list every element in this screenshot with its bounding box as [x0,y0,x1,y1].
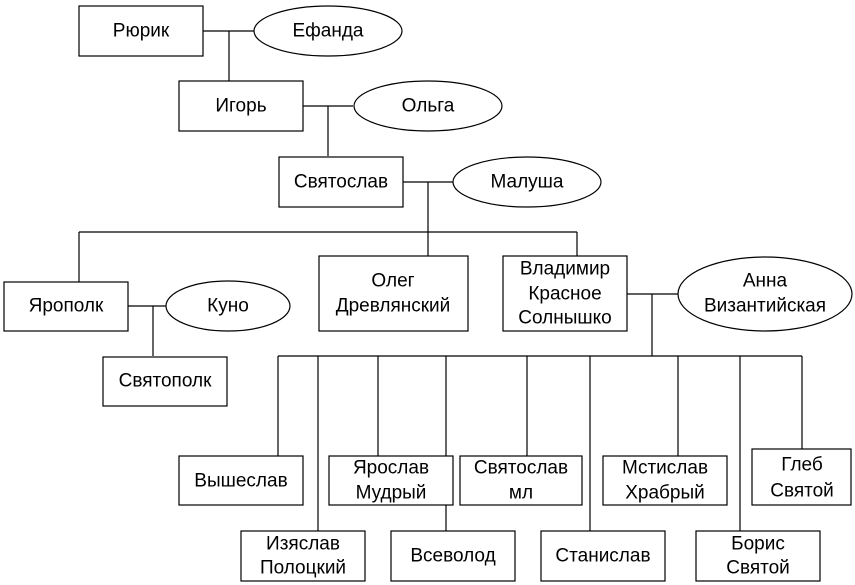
node-label: Святослав [294,172,388,193]
node-label-line3: Солнышко [518,308,611,329]
node-label: Малуша [490,172,563,193]
node-oleg: Олег Древлянский [318,255,469,332]
node-vladimir: Владимир Красное Солнышко [502,255,628,332]
node-svyatoslav-ml: Святослав мл [459,455,583,506]
node-kuno: Куно [165,280,291,332]
node-svyatoslav: Святослав [278,156,404,208]
node-stanislav: Станислав [540,530,666,582]
node-label: Куно [207,296,249,317]
node-malusha: Малуша [452,156,602,208]
node-label-line2: Храбрый [625,483,705,504]
node-label-line2: Красное [528,284,601,305]
node-boris: Борис Святой [695,530,821,582]
node-label-line1: Анна [743,271,788,292]
node-label: Ярополк [29,296,104,317]
connectors [78,30,803,531]
node-label-line2: Древлянский [336,296,451,317]
node-label: Станислав [555,546,650,567]
node-label-line1: Мстислав [622,458,708,479]
node-label-line1: Глеб [781,455,823,476]
node-yaroslav: Ярослав Мудрый [328,455,454,506]
node-label-line1: Изяслав [266,534,340,555]
node-vysheslav: Вышеслав [178,455,304,506]
node-label: Игорь [215,96,266,117]
node-label-line1: Ярослав [353,458,429,479]
node-label: Всеволод [410,546,495,567]
node-svyatopolk: Святополк [102,356,228,407]
node-label-line1: Олег [371,271,414,292]
node-label-line1: Борис [731,534,785,555]
node-efanda: Ефанда [253,5,403,57]
node-label-line1: Святослав [474,458,568,479]
node-label: Святополк [119,371,212,392]
node-label-line2: Полоцкий [260,558,346,579]
node-vsevolod: Всеволод [390,530,516,582]
node-label-line2: мл [509,483,533,504]
node-yaropolk: Ярополк [3,281,129,332]
node-mstislav: Мстислав Храбрый [602,455,728,506]
node-gleb: Глеб Святой [751,448,852,506]
node-label-line2: Святой [770,481,834,502]
node-label-line1: Владимир [520,259,610,280]
node-label-line2: Мудрый [356,483,427,504]
node-label: Ефанда [292,21,363,42]
node-label-line2: Византийская [704,296,826,317]
node-label-line2: Святой [726,558,790,579]
node-ryurik: Рюрик [78,5,204,57]
node-igor: Игорь [178,80,304,132]
node-label: Вышеслав [194,471,287,492]
node-label: Рюрик [113,21,170,42]
node-izyaslav: Изяслав Полоцкий [240,530,366,582]
node-anna: Анна Византийская [677,256,853,332]
node-label: Ольга [402,96,455,117]
node-olga: Ольга [353,80,503,132]
